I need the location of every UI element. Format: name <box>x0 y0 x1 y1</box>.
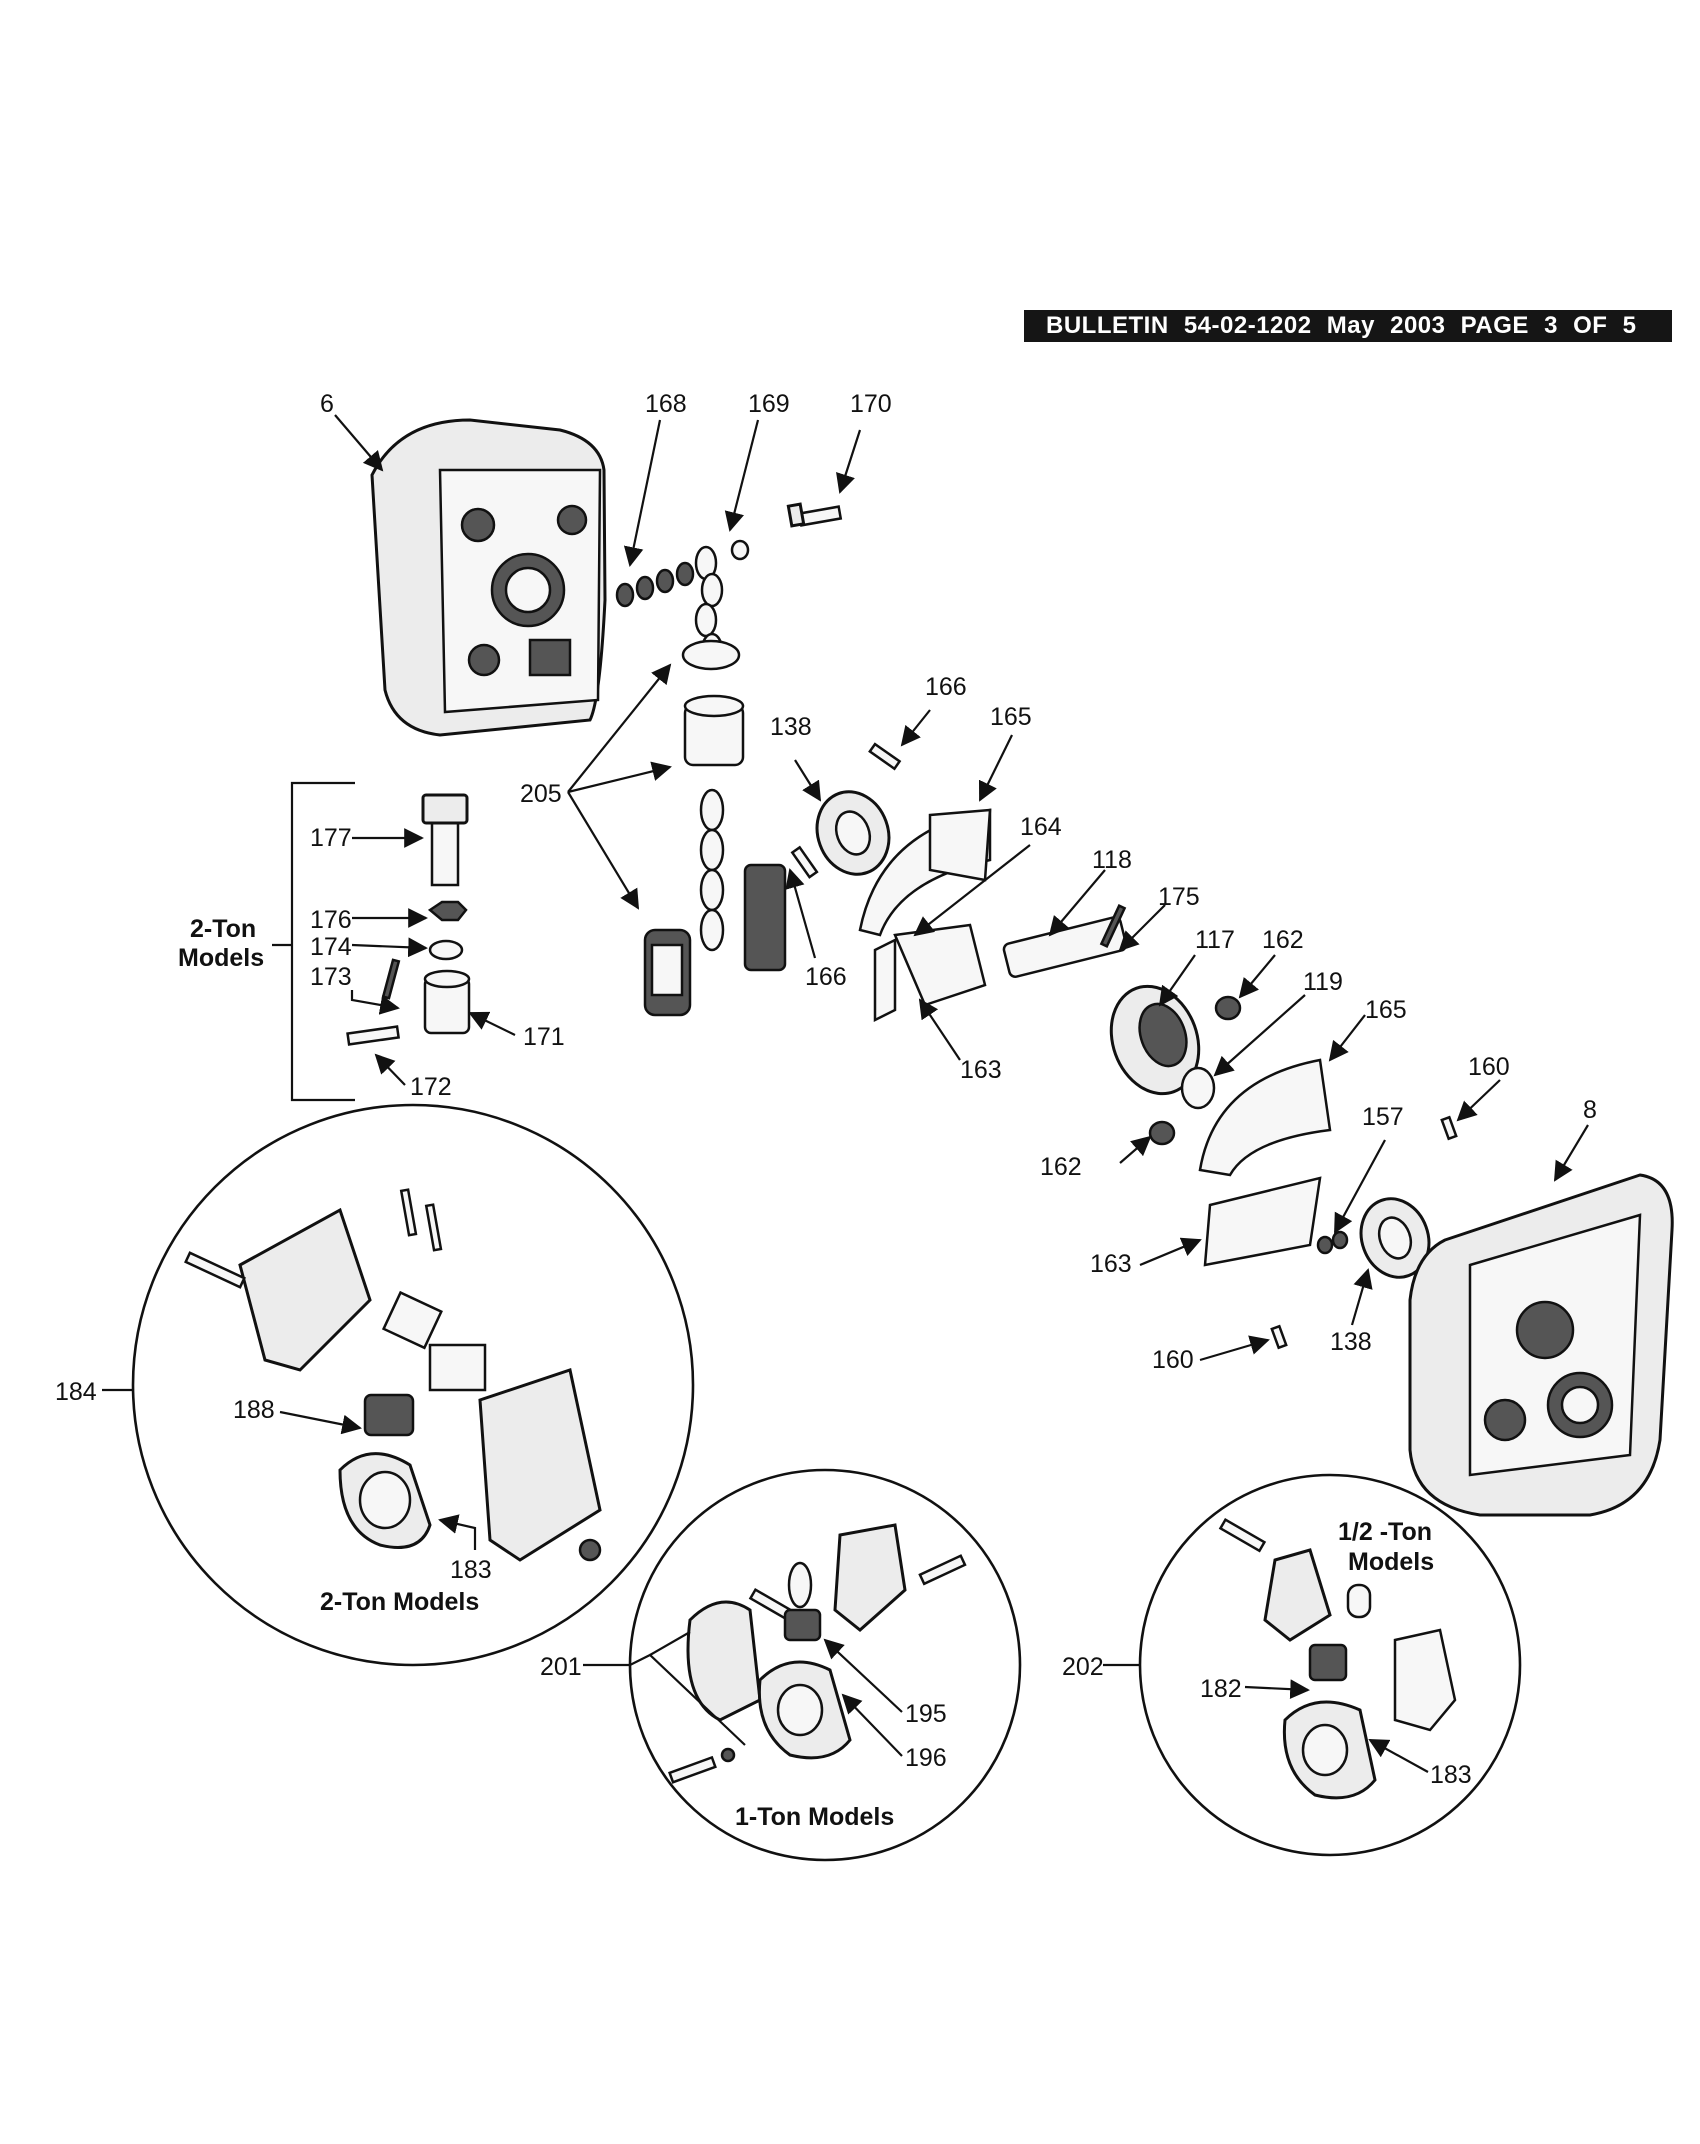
callout-6: 6 <box>320 390 334 418</box>
bearing-top-part <box>815 790 891 876</box>
label-half-ton-line2: Models <box>1348 1548 1434 1576</box>
hook-assembly-half-ton-part <box>1218 1517 1457 1800</box>
hook-assembly-2-ton-part <box>184 1188 602 1562</box>
callout-8: 8 <box>1583 1096 1597 1124</box>
pin-160a-part <box>1440 1115 1458 1141</box>
cotter-pin-173-part <box>381 958 401 1000</box>
hook-assembly-1-ton-part <box>668 1523 967 1784</box>
bracket-lower-part <box>1203 1176 1322 1267</box>
side-plate-lower-part <box>1198 1058 1332 1177</box>
callout-119: 119 <box>1303 968 1343 996</box>
callout-160-lower: 160 <box>1152 1346 1194 1374</box>
washer-part <box>1180 1066 1216 1110</box>
wheel-part <box>1109 984 1201 1096</box>
housing-left-part <box>370 418 607 737</box>
two-ton-bracket <box>272 781 355 1102</box>
callout-168: 168 <box>645 390 687 418</box>
callout-171: 171 <box>523 1023 565 1051</box>
label-half-ton-line1: 1/2 -Ton <box>1338 1518 1432 1546</box>
callout-172: 172 <box>410 1073 452 1101</box>
nut-176-part <box>427 900 468 922</box>
callout-205: 205 <box>520 780 562 808</box>
callout-183-2ton: 183 <box>450 1556 492 1584</box>
group-labels: 2-Ton Models 2-Ton Models 1-Ton Models 1… <box>178 915 1434 1831</box>
callout-162-lower: 162 <box>1040 1153 1082 1181</box>
pin-160b-part <box>1270 1324 1288 1350</box>
bulletin-header: BULLETIN 54-02-1202 May 2003 PAGE 3 OF 5 <box>1024 310 1672 342</box>
callout-labels: 6 168 169 170 166 165 138 205 164 118 17… <box>55 390 1597 1789</box>
detail-circle-2-ton <box>131 1103 695 1667</box>
nut-162b-part <box>1148 1120 1176 1146</box>
label-2-ton-models: 2-Ton Models <box>320 1588 479 1616</box>
callout-166-top: 166 <box>925 673 967 701</box>
callout-173: 173 <box>310 963 352 991</box>
callout-138-top: 138 <box>770 713 812 741</box>
callout-166-lower: 166 <box>805 963 847 991</box>
bracket-top-part <box>873 923 987 1023</box>
washer-157-part <box>1316 1230 1349 1255</box>
callout-175: 175 <box>1158 883 1200 911</box>
pin-172-part <box>346 1025 401 1046</box>
label-2-ton-bracket-line2: Models <box>178 944 264 972</box>
leader-lines <box>102 414 1589 1773</box>
callout-202: 202 <box>1062 1653 1104 1681</box>
callout-184: 184 <box>55 1378 97 1406</box>
callout-169: 169 <box>748 390 790 418</box>
label-2-ton-bracket-line1: 2-Ton <box>190 915 256 943</box>
chain-stop-part <box>643 863 787 1017</box>
callout-138-lower: 138 <box>1330 1328 1372 1356</box>
callout-157: 157 <box>1362 1103 1404 1131</box>
nut-162-part <box>1214 995 1242 1021</box>
bolt-170-part <box>786 502 843 528</box>
callout-177: 177 <box>310 824 352 852</box>
callout-163-top: 163 <box>960 1056 1002 1084</box>
sleeve-part <box>683 694 745 767</box>
callout-195: 195 <box>905 1700 947 1728</box>
callout-176: 176 <box>310 906 352 934</box>
side-plate-top-part <box>858 808 992 937</box>
callout-196: 196 <box>905 1744 947 1772</box>
callout-183-half-ton: 183 <box>1430 1761 1472 1789</box>
chain-top-part <box>681 539 750 671</box>
washer-174-part <box>428 939 464 961</box>
callout-164: 164 <box>1020 813 1062 841</box>
bolt-166-part <box>790 742 902 879</box>
load-chain-part <box>699 788 725 952</box>
bolt-177-part <box>421 793 469 887</box>
callout-201: 201 <box>540 1653 582 1681</box>
callout-165-lower: 165 <box>1365 996 1407 1024</box>
label-1-ton-models: 1-Ton Models <box>735 1803 894 1831</box>
spring-part <box>615 561 695 608</box>
housing-right-part <box>1408 1173 1674 1517</box>
callout-188: 188 <box>233 1396 275 1424</box>
sleeve-171-part <box>423 969 471 1035</box>
callout-163-lower: 163 <box>1090 1250 1132 1278</box>
bearing-lower-part <box>1359 1197 1431 1279</box>
callout-174: 174 <box>310 933 352 961</box>
callout-160-top: 160 <box>1468 1053 1510 1081</box>
callout-170: 170 <box>850 390 892 418</box>
callout-165-top: 165 <box>990 703 1032 731</box>
callout-162-top: 162 <box>1262 926 1304 954</box>
callout-118: 118 <box>1092 846 1132 874</box>
callout-117: 117 <box>1195 926 1235 954</box>
callout-182: 182 <box>1200 1675 1242 1703</box>
